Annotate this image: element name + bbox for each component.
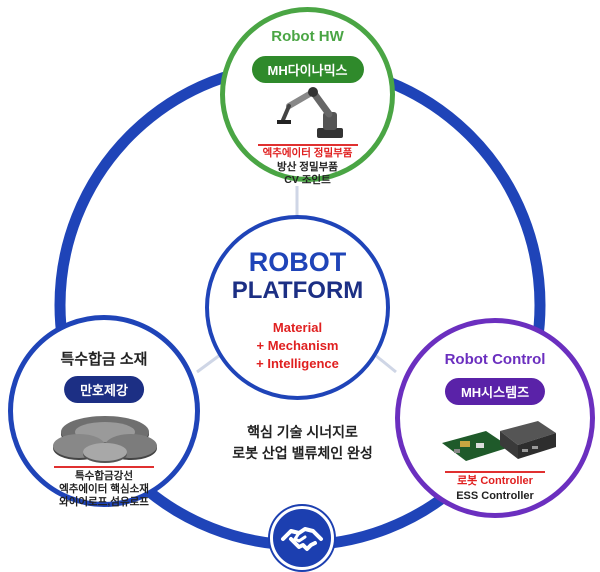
robot-hw-divider <box>257 144 358 146</box>
robot-hw-line-2: 방산 정밀부품 <box>277 161 338 173</box>
robot-hw-caption: Robot HW <box>271 28 344 45</box>
material-line-1: 특수합금강선 <box>75 470 133 482</box>
material-line-3: 와이어로프,섬유로프 <box>59 496 149 508</box>
material-node: 특수합금 소재 만호제강 특수합금강선 엑추에이터 핵심소재 와이어로프,섬유로… <box>8 315 200 508</box>
robot-hw-node: Robot HW MH다이나믹스 엑추에이터 정밀부품 방산 정밀부품 CV 조… <box>220 7 395 186</box>
platform-item-mechanism: + Mechanism <box>256 338 339 353</box>
material-line-2: 엑추에이터 핵심소재 <box>59 483 149 495</box>
wire-coil-icon <box>53 416 157 463</box>
robot-control-line-2: ESS Controller <box>456 490 534 502</box>
material-caption: 특수합금 소재 <box>60 351 148 368</box>
robot-control-company-badge: MH시스템즈 <box>444 378 546 405</box>
platform-title-line-2: PLATFORM <box>231 277 364 304</box>
robot-hw-line-3: CV 조인트 <box>284 174 331 186</box>
connector-left <box>196 353 221 374</box>
material-company-badge: 만호제강 <box>64 376 144 403</box>
robot-platform-core: ROBOT PLATFORM Material + Mechanism + In… <box>205 215 390 400</box>
platform-item-intelligence: + Intelligence <box>256 356 339 371</box>
handshake-badge <box>270 506 334 570</box>
robot-control-line-1: 로봇 Controller <box>457 475 533 487</box>
robot-control-divider <box>445 471 545 473</box>
robot-control-caption: Robot Control <box>444 351 546 368</box>
robot-hw-line-1: 엑추에이터 정밀부품 <box>262 147 353 159</box>
connector-right <box>374 353 397 374</box>
robot-arm-icon <box>277 87 343 138</box>
platform-title-line-1: ROBOT <box>248 247 347 277</box>
synergy-line-1: 핵심 기술 시너지로 <box>247 424 358 440</box>
circuit-board-icon <box>442 421 556 461</box>
platform-item-material: Material <box>272 320 323 335</box>
robot-hw-company-badge: MH다이나믹스 <box>251 56 364 83</box>
handshake-icon <box>281 527 323 551</box>
material-divider <box>54 466 154 468</box>
robot-control-node: Robot Control MH시스템즈 로봇 Controller ESS C… <box>395 318 595 518</box>
synergy-line-2: 로봇 산업 밸류체인 완성 <box>232 445 373 461</box>
